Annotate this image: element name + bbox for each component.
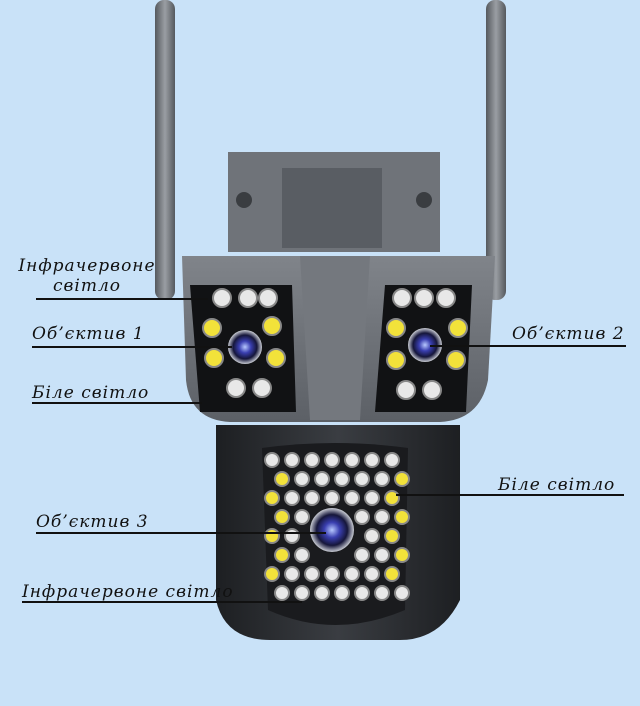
label-lens-3: Об’єктив 3: [36, 512, 149, 532]
ir-led: [258, 288, 278, 308]
label-ir-light-bottom: Інфрачервоне світло: [22, 582, 234, 602]
ir-led: [364, 528, 380, 544]
label-ir-light-top-line2: світло: [52, 276, 122, 296]
leader-line-white-left: [32, 402, 202, 404]
ir-led: [354, 509, 370, 525]
lens-1: [228, 330, 262, 364]
ir-led: [314, 585, 330, 601]
ir-led: [324, 566, 340, 582]
mount-bracket: [228, 152, 440, 252]
ir-led: [304, 452, 320, 468]
ir-led: [324, 452, 340, 468]
ir-led: [284, 452, 300, 468]
ir-led: [238, 288, 258, 308]
white-led: [266, 348, 286, 368]
white-led: [394, 547, 410, 563]
ir-led: [324, 490, 340, 506]
label-ir-light-top: Інфрачервоне світло: [12, 256, 162, 296]
white-led: [446, 350, 466, 370]
leader-line-white-right: [396, 494, 624, 496]
white-led: [262, 316, 282, 336]
ir-led: [334, 471, 350, 487]
ir-led: [364, 490, 380, 506]
ir-led: [226, 378, 246, 398]
white-led: [394, 471, 410, 487]
ir-led: [414, 288, 434, 308]
ir-led: [422, 380, 442, 400]
white-led: [394, 509, 410, 525]
ir-led: [284, 490, 300, 506]
ir-led: [314, 471, 330, 487]
white-led: [264, 490, 280, 506]
white-led: [384, 490, 400, 506]
leader-line-lens-2: [430, 345, 626, 347]
ir-led: [384, 452, 400, 468]
ir-led: [344, 566, 360, 582]
ir-led: [392, 288, 412, 308]
ir-led: [294, 509, 310, 525]
ir-led: [294, 547, 310, 563]
ir-led: [354, 585, 370, 601]
white-led: [384, 528, 400, 544]
white-led: [384, 566, 400, 582]
white-led: [274, 547, 290, 563]
white-led: [386, 350, 406, 370]
white-led: [274, 471, 290, 487]
ir-led: [374, 585, 390, 601]
ir-led: [264, 452, 280, 468]
lens-3: [310, 508, 354, 552]
white-led: [448, 318, 468, 338]
ir-led: [334, 585, 350, 601]
white-led: [204, 348, 224, 368]
ir-led: [344, 490, 360, 506]
ir-led: [396, 380, 416, 400]
ir-led: [374, 509, 390, 525]
ir-led: [252, 378, 272, 398]
lens-2: [408, 328, 442, 362]
ir-led: [274, 585, 290, 601]
ir-led: [212, 288, 232, 308]
ir-led: [374, 471, 390, 487]
white-led: [386, 318, 406, 338]
leader-line-ir-top: [36, 298, 208, 300]
ir-led: [394, 585, 410, 601]
ir-led: [304, 490, 320, 506]
ir-led: [344, 452, 360, 468]
label-ir-light-top-line1: Інфрачервоне: [18, 256, 156, 276]
leader-line-ir-bottom: [22, 601, 302, 603]
ir-led: [304, 566, 320, 582]
leader-line-lens-3: [36, 532, 326, 534]
ir-led: [374, 547, 390, 563]
ir-led: [354, 471, 370, 487]
white-led: [202, 318, 222, 338]
ir-led: [294, 585, 310, 601]
ir-led: [294, 471, 310, 487]
white-led: [264, 566, 280, 582]
label-lens-2: Об’єктив 2: [512, 324, 625, 344]
ir-led: [364, 452, 380, 468]
label-white-light-right: Біле світло: [498, 475, 616, 495]
ir-led: [436, 288, 456, 308]
label-lens-1: Об’єктив 1: [32, 324, 145, 344]
antenna-left: [155, 0, 175, 300]
leader-line-lens-1: [32, 346, 232, 348]
white-led: [274, 509, 290, 525]
ir-led: [284, 566, 300, 582]
ir-led: [354, 547, 370, 563]
antenna-right: [486, 0, 506, 300]
label-white-light-left: Біле світло: [32, 383, 150, 403]
ir-led: [364, 566, 380, 582]
